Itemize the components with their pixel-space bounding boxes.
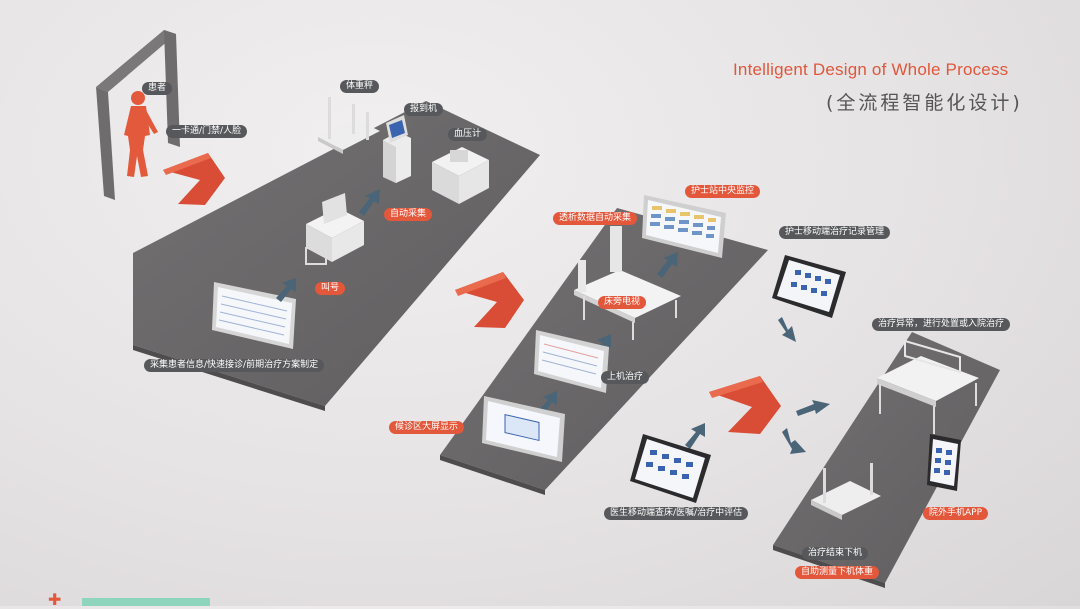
scale-icon (318, 97, 380, 154)
phone-icon (927, 434, 961, 491)
label-dialysis-collect: 透析数据自动采集 (553, 212, 638, 225)
label-abnormal: 治疗异常，进行处置或入院治疗 (872, 318, 1011, 331)
kiosk-icon (383, 115, 411, 183)
label-auto-collect: 自动采集 (384, 208, 433, 221)
monitor-icon (642, 195, 726, 258)
tablet-icon (772, 255, 846, 318)
platform-2-edge (440, 455, 545, 495)
tablet-icon (630, 434, 711, 503)
monitor-icon (482, 396, 565, 462)
desk-icon (305, 193, 364, 265)
title-chinese: (全流程智能化设计) (826, 92, 1023, 114)
title-english: Intelligent Design of Whole Process (733, 60, 1009, 79)
label-outpatient-app: 院外手机APP (923, 507, 989, 520)
big-arrow-icon (455, 272, 524, 328)
monitor-icon (534, 330, 609, 393)
label-treatment-end: 治疗结束下机 (802, 547, 869, 560)
label-start-treatment: 上机治疗 (601, 371, 650, 384)
platform-3 (773, 332, 1000, 583)
label-bedside-tv: 床旁电视 (598, 296, 647, 309)
label-call: 叫号 (315, 282, 346, 295)
access-gate-icon (96, 30, 180, 200)
label-checkin-kiosk: 报到机 (404, 103, 444, 116)
bp-monitor-icon (432, 147, 489, 204)
scale-icon (811, 463, 881, 520)
patient-figure-icon (124, 91, 158, 177)
big-arrow-icon (709, 376, 781, 434)
color-bar (82, 598, 210, 606)
plus-icon: ✚ (48, 590, 62, 609)
bed-icon (877, 339, 979, 434)
big-arrow-icon (163, 153, 225, 205)
label-waiting-screen: 候诊区大屏显示 (389, 421, 465, 434)
label-auto-weigh: 自助测量下机体重 (795, 566, 880, 579)
label-doctor-mobile: 医生移动端查床/医嘱/治疗中评估 (604, 507, 749, 520)
label-bp-monitor: 血压计 (448, 128, 488, 141)
label-scale: 体重秤 (340, 80, 380, 93)
label-nurse-mobile: 护士移动端治疗记录管理 (779, 226, 891, 239)
label-access: 一卡通/门禁/人脸 (166, 125, 248, 138)
label-patient: 患者 (142, 82, 173, 95)
monitor-icon (212, 282, 296, 349)
label-nurse-monitor: 护士站中央监控 (685, 185, 761, 198)
label-collect-info: 采集患者信息/快速接诊/前期治疗方案制定 (144, 359, 325, 372)
